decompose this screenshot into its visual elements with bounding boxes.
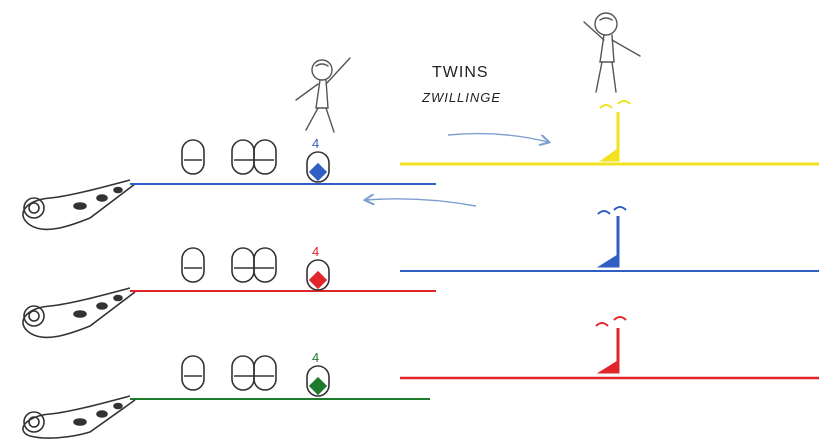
child-figure-right-icon	[583, 12, 641, 93]
finger-label-red: 4	[312, 244, 319, 259]
finger-label-green: 4	[312, 350, 319, 365]
finger-double-icon	[231, 139, 277, 175]
subtitle-zwillinge: ZWILLINGE	[422, 90, 502, 105]
finger-4-green-icon	[306, 365, 330, 397]
row-green: 4	[22, 350, 430, 439]
row-blue: 4	[22, 136, 436, 231]
title-twins: TWINS	[432, 64, 489, 81]
note-staff-blue	[400, 206, 819, 272]
violin-scroll-icon	[22, 287, 136, 339]
finger-0-icon	[181, 139, 205, 175]
arrow-to-right	[447, 132, 548, 142]
finger-4-blue-icon	[306, 151, 330, 183]
finger-0-icon	[181, 355, 205, 391]
row-red: 4	[22, 244, 436, 339]
note-staff-red	[400, 316, 819, 380]
finger-label-blue: 4	[312, 136, 319, 151]
violin-scroll-icon	[22, 179, 136, 231]
violin-scroll-icon	[22, 395, 136, 439]
note-staff-yellow	[400, 100, 819, 166]
finger-double-icon	[231, 247, 277, 283]
finger-double-icon	[231, 355, 277, 391]
finger-0-icon	[181, 247, 205, 283]
arrow-to-left	[366, 199, 477, 207]
finger-4-red-icon	[306, 259, 330, 291]
child-figure-left-icon	[295, 57, 351, 133]
